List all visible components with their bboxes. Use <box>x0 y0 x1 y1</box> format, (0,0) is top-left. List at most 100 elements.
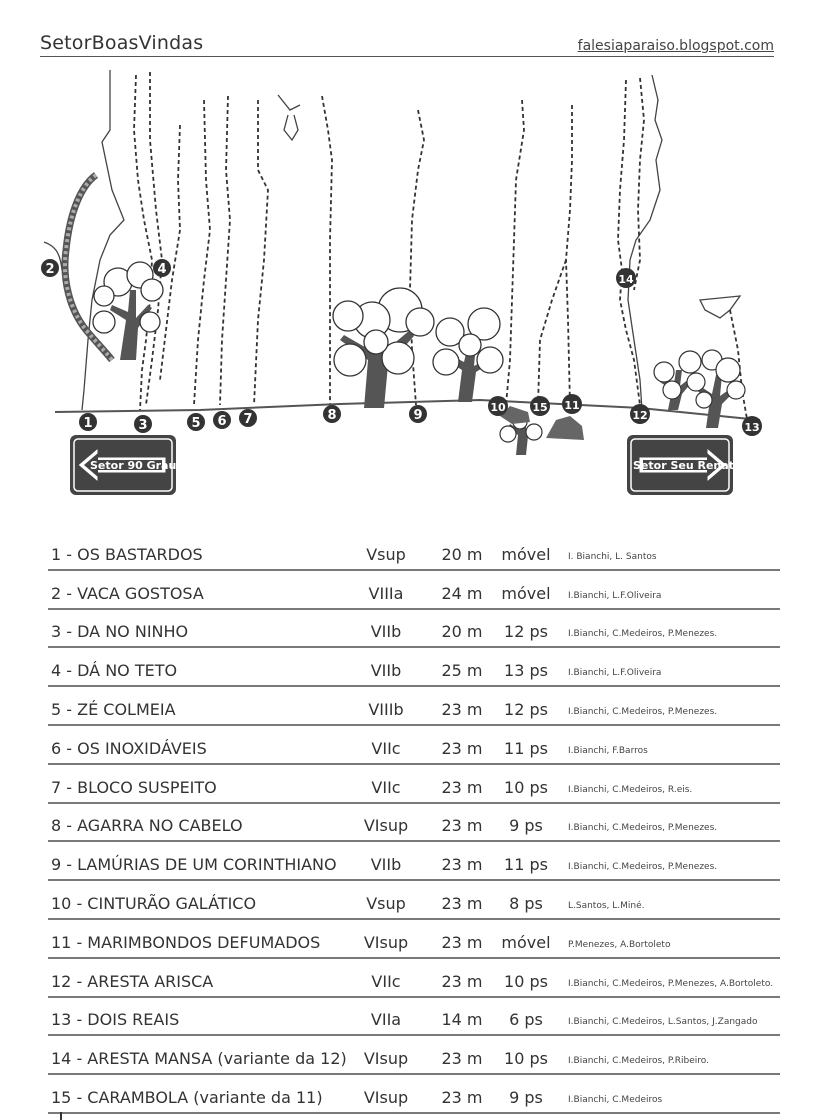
route-protection: móvel <box>501 583 551 603</box>
blog-link[interactable]: falesiaparaiso.blogspot.com <box>577 38 774 54</box>
route-length: 20 m <box>441 622 483 642</box>
ground-line <box>54 398 761 421</box>
marker-9: 9 <box>413 408 422 423</box>
route-name: 15 - CARAMBOLA (variante da 11) <box>51 1087 323 1107</box>
route-grade: VIIIa <box>368 583 404 603</box>
route-protection: móvel <box>501 932 551 952</box>
route-grade: VIsup <box>363 1049 409 1069</box>
route-protection: 9 ps <box>509 816 543 836</box>
route-grade: VIIc <box>371 738 401 758</box>
route-first-ascent: I.Bianchi, L.F.Oliveira <box>568 668 662 679</box>
route-length: 14 m <box>441 1010 483 1030</box>
route-markers: 1 2 3 4 5 6 7 8 9 10 11 12 13 14 15 <box>41 259 762 436</box>
route-length: 23 m <box>441 893 483 913</box>
route-name: 2 - VACA GOSTOSA <box>51 583 204 603</box>
tree-boulder <box>499 406 543 455</box>
route-first-ascent: L.Santos, L.Miné. <box>568 900 645 911</box>
route-first-ascent: I.Bianchi, C.Medeiros, P.Menezes, A.Bort… <box>568 978 774 989</box>
sign-left-sector: Setor 90 Graus <box>70 435 183 495</box>
marker-5: 5 <box>191 416 200 431</box>
route-name: 10 - CINTURÃO GALÁTICO <box>51 893 257 913</box>
route-grade: VIIc <box>371 971 401 991</box>
route-protection: 11 ps <box>504 855 548 875</box>
route-grade: VIIb <box>370 855 402 875</box>
sign-right-label: Setor Seu Renato <box>633 459 742 472</box>
route-protection: 12 ps <box>504 622 548 642</box>
route-length: 20 m <box>441 544 483 564</box>
route-grade: VIIa <box>370 1010 402 1030</box>
route-first-ascent: I.Bianchi, C.Medeiros, P.Ribeiro. <box>568 1056 710 1067</box>
marker-8: 8 <box>327 408 336 423</box>
marker-6: 6 <box>217 414 226 429</box>
marker-1: 1 <box>83 416 92 431</box>
table-row: 3 - DA NO NINHO VIIb 20 m 12 ps I.Bianchi, C… <box>48 610 780 649</box>
sign-right-sector: Setor Seu Renato <box>627 435 742 495</box>
route-length: 23 m <box>441 699 483 719</box>
route-grade: Vsup <box>366 893 406 913</box>
route-topo-diagram: Setor 90 Graus Setor Seu Renato 1 2 3 4 … <box>41 70 762 495</box>
route-protection: 10 ps <box>504 1049 548 1069</box>
route-protection: 6 ps <box>509 1010 543 1030</box>
route-name: 13 - DOIS REAIS <box>51 1010 180 1030</box>
route-grade: VIsup <box>363 932 409 952</box>
boulder <box>546 416 584 440</box>
route-grade: VIIb <box>370 661 402 681</box>
route-first-ascent: I.Bianchi, C.Medeiros, P.Menezes. <box>568 706 718 717</box>
route-grade: VIIb <box>370 622 402 642</box>
page-title: SetorBoasVindas <box>40 32 204 54</box>
tree-center-big <box>332 287 435 408</box>
route-first-ascent: I.Bianchi, L.F.Oliveira <box>568 590 662 601</box>
route-protection: móvel <box>501 544 551 564</box>
route-first-ascent: I.Bianchi, F.Barros <box>568 745 648 756</box>
marker-11: 11 <box>564 399 579 412</box>
route-first-ascent: I.Bianchi, C.Medeiros, P.Menezes. <box>568 629 718 640</box>
tree-center-small <box>432 307 504 402</box>
marker-4: 4 <box>157 262 166 277</box>
route-protection: 11 ps <box>504 738 548 758</box>
table-row: 5 - ZÉ COLMEIA VIIIb 23 m 12 ps I.Bianchi, C… <box>48 687 780 726</box>
route-protection: 12 ps <box>504 699 548 719</box>
route-length: 24 m <box>441 583 483 603</box>
route-name: 1 - OS BASTARDOS <box>51 544 203 564</box>
marker-13: 13 <box>744 421 759 434</box>
route-length: 23 m <box>441 1049 483 1069</box>
tree-right <box>653 349 746 428</box>
table-row: 10 - CINTURÃO GALÁTICO Vsup 23 m 8 ps L.Sant… <box>48 881 780 920</box>
route-grade: VIIc <box>371 777 401 797</box>
marker-15: 15 <box>532 401 547 414</box>
route-length: 25 m <box>441 661 483 681</box>
page-cut-mark <box>60 1112 62 1120</box>
route-protection: 10 ps <box>504 777 548 797</box>
route-name: 6 - OS INOXIDÁVEIS <box>51 738 207 758</box>
route-name: 4 - DÁ NO TETO <box>51 661 178 681</box>
route-length: 23 m <box>441 855 483 875</box>
route-protection: 13 ps <box>504 661 548 681</box>
marker-2: 2 <box>45 262 54 277</box>
route-grade: Vsup <box>366 544 406 564</box>
route-grade: VIIIb <box>368 699 404 719</box>
marker-14: 14 <box>618 273 634 286</box>
route-protection: 10 ps <box>504 971 548 991</box>
sign-left-label: Setor 90 Graus <box>90 459 183 472</box>
table-row: 4 - DÁ NO TETO VIIb 25 m 13 ps I.Bianchi, L.… <box>48 648 780 688</box>
marker-7: 7 <box>243 412 252 427</box>
route-first-ascent: I.Bianchi, C.Medeiros <box>568 1094 663 1105</box>
route-name: 5 - ZÉ COLMEIA <box>51 699 176 719</box>
tree-left <box>92 261 164 360</box>
route-name: 12 - ARESTA ARISCA <box>51 971 214 991</box>
route-protection: 8 ps <box>509 893 543 913</box>
table-row: 1 - OS BASTARDOS Vsup 20 m móvel I. Bianchi,… <box>48 532 780 571</box>
route-name: 3 - DA NO NINHO <box>51 622 189 642</box>
route-first-ascent: I. Bianchi, L. Santos <box>568 551 657 562</box>
table-row: 2 - VACA GOSTOSA VIIIa 24 m móvel I.Bianchi,… <box>48 571 780 610</box>
rock-outline <box>43 70 742 411</box>
route-length: 23 m <box>441 777 483 797</box>
